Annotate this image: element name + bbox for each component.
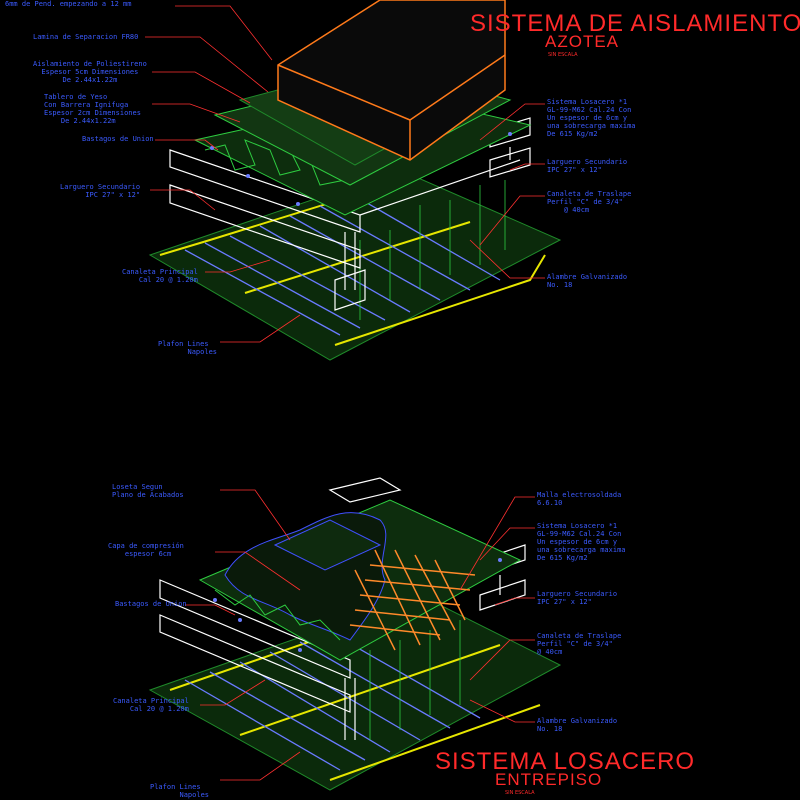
bottom-deck-ribs <box>214 589 341 641</box>
top-leader-lines <box>145 5 545 343</box>
top-label-alambre: Alambre Galvanizado No. 18 <box>547 273 628 289</box>
bottom-hangers <box>369 620 461 740</box>
top-insulation-box <box>277 0 506 161</box>
top-label-larguero-left: Larguero Secundario IPC 27" x 12" <box>60 183 141 199</box>
top-scale-note: SIN ESCALA <box>548 52 578 58</box>
bottom-welded-mesh <box>349 549 476 651</box>
bottom-tile <box>273 519 382 571</box>
bottom-label-canaleta-traslape: Canaleta de Traslape Perfil "C" de 3/4" … <box>537 632 622 656</box>
top-subtitle: AZOTEA <box>545 32 620 51</box>
top-label-canaleta-principal: Canaleta Principal Cal 20 @ 1.20m <box>122 268 198 284</box>
top-label-canaleta-traslape: Canaleta de Traslape Perfil "C" de 3/4" … <box>547 190 632 214</box>
bottom-label-plafon: Plafon Lines Napoles <box>150 783 210 799</box>
top-label-tablero: Tablero de Yeso Con Barrera Ignifuga Esp… <box>44 93 141 125</box>
bottom-label-larguero-right: Larguero Secundario IPC 27" x 12" <box>537 590 618 606</box>
top-label-lamina: Lamina de Separacion FR80 <box>33 33 139 41</box>
top-label-aislamiento: Aislamiento de Poliestireno Espesor 5cm … <box>33 60 147 84</box>
bottom-title: SISTEMA LOSACERO <box>435 748 696 775</box>
top-title: SISTEMA DE AISLAMIENTO <box>470 10 800 37</box>
bottom-label-losacero: Sistema Losacero *1 GL-99-M62 Cal.24 Con… <box>537 522 626 562</box>
bottom-leader-lines <box>185 489 535 781</box>
bottom-scale-note: SIN ESCALA <box>505 790 535 796</box>
top-bolts <box>210 132 512 206</box>
top-label-larguero-right: Larguero Secundario IPC 27" x 12" <box>547 158 628 174</box>
bottom-label-losetas: Loseta Segun Plano de Acabados <box>112 483 184 499</box>
top-cross-channels <box>184 195 501 336</box>
bottom-ibeams <box>159 477 526 740</box>
bottom-label-malla: Malla electrosoldada 6.6.10 <box>537 491 622 507</box>
top-label-bastagos: Bastagos de Union <box>82 135 154 143</box>
bottom-bolts <box>213 558 502 652</box>
bottom-label-bastagos: Bastagos de Union <box>115 600 187 608</box>
bottom-label-canaleta-principal: Canaleta Principal Cal 20 @ 1.20m <box>113 697 189 713</box>
bottom-assembly <box>148 477 562 791</box>
bottom-subtitle: ENTREPISO <box>495 770 603 789</box>
top-assembly <box>145 0 562 361</box>
top-label-losacero: Sistema Losacero *1 GL-99-M62 Cal.24 Con… <box>547 98 636 138</box>
bottom-label-capa: Capa de compresión espesor 6cm <box>108 542 184 558</box>
top-label-plafon: Plafon Lines Napoles <box>158 340 218 356</box>
top-label-pend: 6mm de Pend. empezando a 12 mm <box>5 0 132 8</box>
bottom-label-alambre: Alambre Galvanizado No. 18 <box>537 717 618 733</box>
